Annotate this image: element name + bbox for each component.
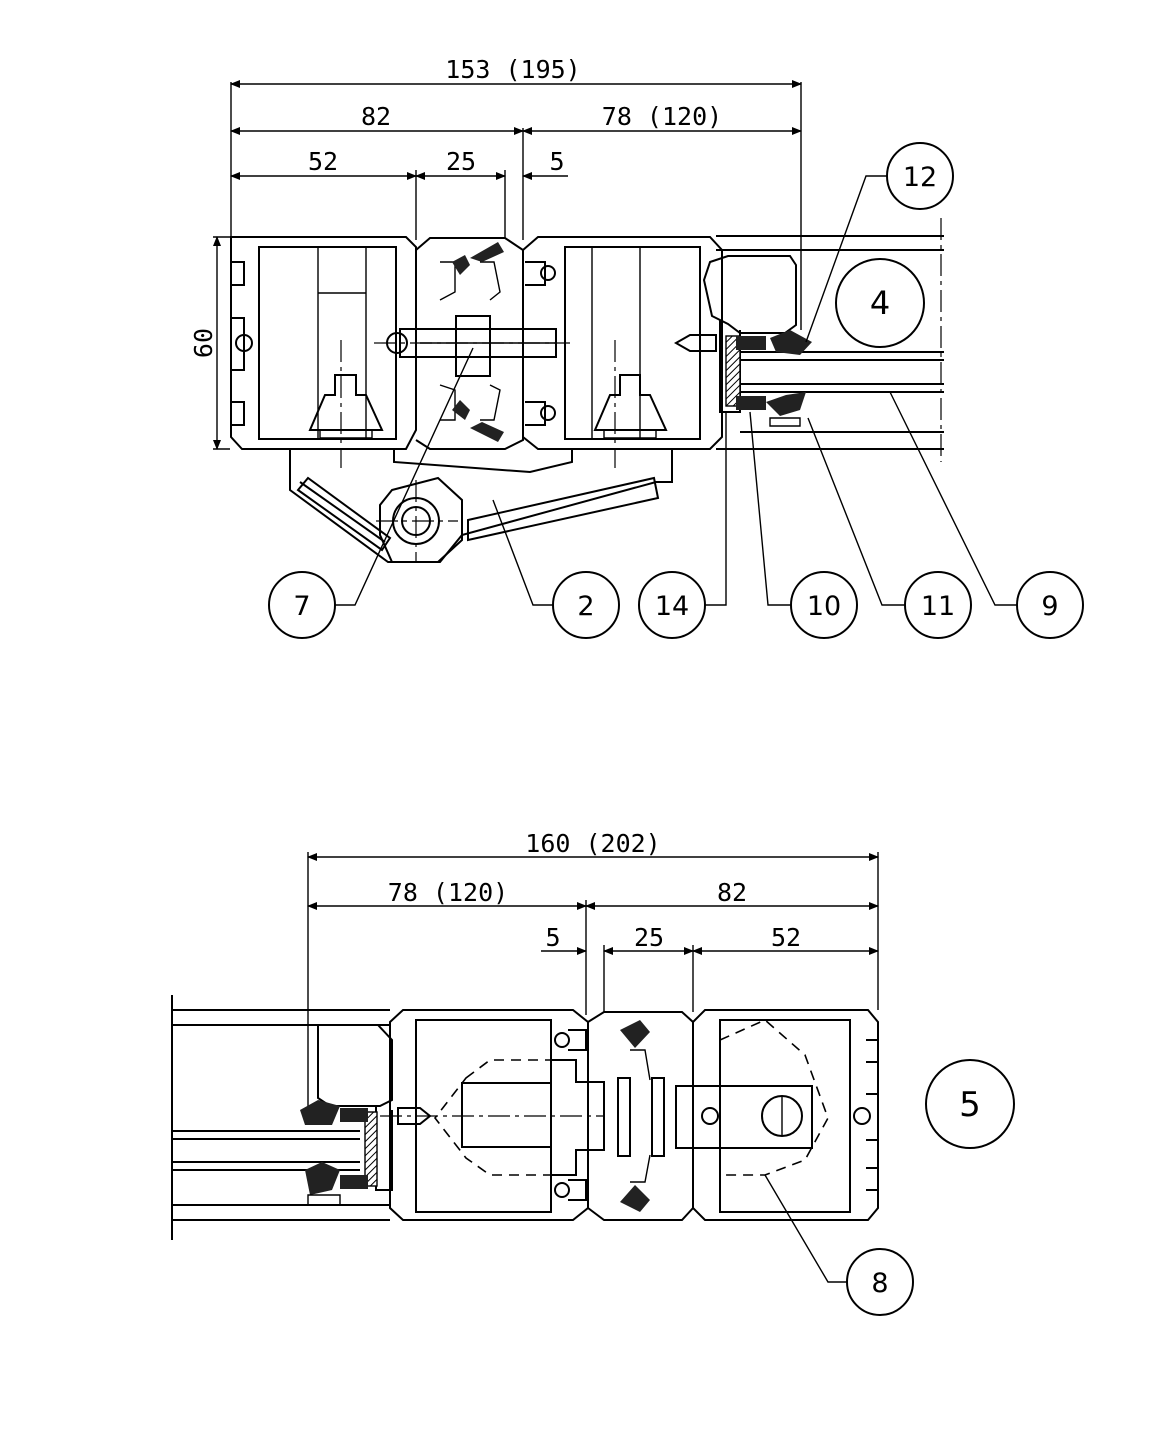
callout-5: 5 [925, 1059, 1015, 1149]
svg-text:2: 2 [577, 591, 594, 622]
bottom-glass-pane [171, 995, 390, 1240]
dim-right-width: 82 [717, 878, 747, 907]
top-glazing-bead [673, 255, 812, 427]
top-leader-lines [335, 175, 1017, 606]
bottom-section-drawing: 160 (202) 78 (120) 82 5 25 52 [171, 829, 1015, 1316]
leader-8 [764, 1174, 848, 1283]
callout-9: 9 [1016, 571, 1084, 639]
dim-height-60: 60 [189, 328, 218, 358]
bottom-extension-lines [307, 852, 879, 1110]
top-right-sash-profile [522, 236, 723, 468]
dim-overall-width: 153 (195) [445, 55, 580, 84]
svg-text:7: 7 [293, 591, 310, 622]
top-dimension-lines [213, 80, 802, 450]
dim-right-width: 78 (120) [602, 102, 722, 131]
callout-14: 14 [638, 571, 706, 639]
dim-left-width: 82 [361, 102, 391, 131]
top-left-profile [230, 236, 417, 468]
svg-text:5: 5 [959, 1085, 981, 1125]
callout-2: 2 [552, 571, 620, 639]
callout-8: 8 [846, 1248, 914, 1316]
dim-52: 52 [771, 923, 801, 952]
svg-text:12: 12 [903, 162, 937, 193]
bottom-right-frame-profile [675, 1009, 879, 1221]
callout-4: 4 [835, 258, 925, 348]
dim-overall-width: 160 (202) [525, 829, 660, 858]
svg-text:10: 10 [807, 591, 841, 622]
callout-7: 7 [268, 571, 336, 639]
svg-text:8: 8 [871, 1268, 888, 1299]
top-section-drawing: 153 (195) 82 78 (120) 52 25 5 60 [189, 55, 1084, 639]
dim-left-width: 78 (120) [388, 878, 508, 907]
dim-25: 25 [634, 923, 664, 952]
svg-text:4: 4 [870, 284, 890, 322]
top-coupler [374, 237, 570, 450]
bottom-dimension-lines [307, 853, 879, 955]
dim-52: 52 [308, 147, 338, 176]
bottom-left-sash-profile [380, 1009, 605, 1221]
svg-text:9: 9 [1041, 591, 1058, 622]
dim-25: 25 [446, 147, 476, 176]
dim-5: 5 [545, 923, 560, 952]
top-hinge [289, 449, 673, 563]
callout-11: 11 [904, 571, 972, 639]
svg-text:14: 14 [655, 591, 689, 622]
callout-12: 12 [886, 142, 954, 210]
callout-10: 10 [790, 571, 858, 639]
dim-5: 5 [549, 147, 564, 176]
bottom-glazing-bead [300, 1024, 432, 1206]
svg-text:11: 11 [921, 591, 955, 622]
top-extension-lines [213, 82, 802, 450]
